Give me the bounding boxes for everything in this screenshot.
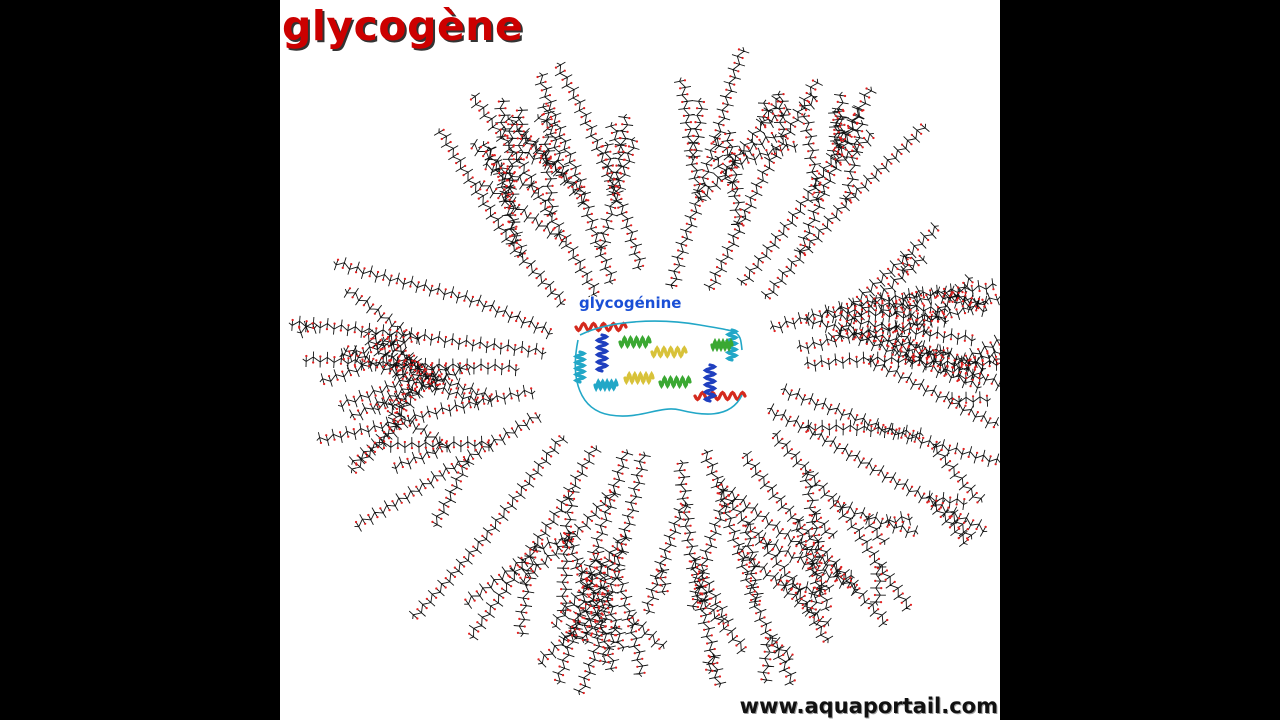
diagram-panel: glycogène glycogénine www.aquaportail.co…: [280, 0, 1000, 720]
diagram-title: glycogène: [282, 2, 524, 50]
glycogen-molecule-diagram: [288, 46, 1000, 696]
glycogenin-protein-icon: [572, 320, 747, 417]
watermark: www.aquaportail.com: [739, 694, 998, 718]
oxygen-atoms: [291, 48, 1000, 695]
glucose-chain-icon: [288, 46, 1000, 696]
glycogenin-core-area: [555, 298, 771, 442]
glucose-chains: [288, 46, 1000, 696]
glycogenin-label: glycogénine: [579, 294, 682, 312]
